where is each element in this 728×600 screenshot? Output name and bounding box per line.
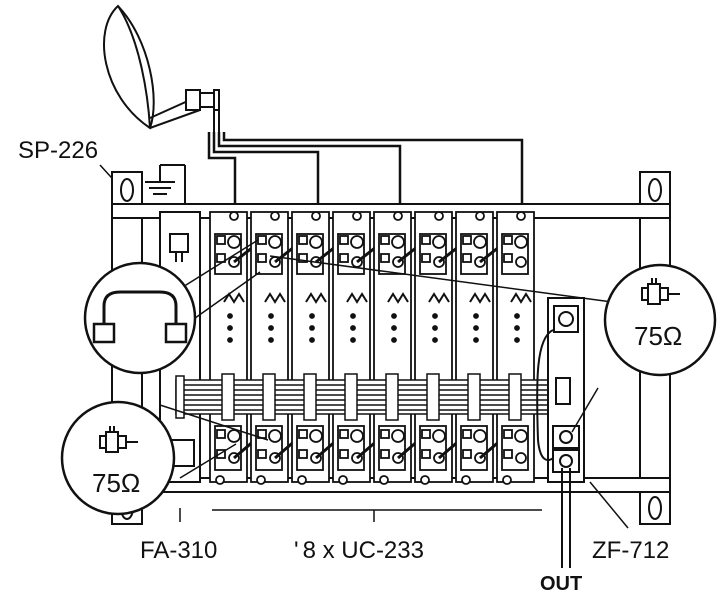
terminator-icon xyxy=(99,426,138,453)
uc-233-module xyxy=(332,211,386,485)
loop-bridge-callout xyxy=(83,239,261,375)
output-label: OUT xyxy=(540,573,582,595)
uc-233-module xyxy=(209,211,263,485)
terminator-value-left: 75Ω xyxy=(92,468,140,498)
splitter-callout: SP-226 xyxy=(18,137,131,199)
uc-233-module xyxy=(291,211,345,485)
uc-233-module xyxy=(250,211,304,485)
lnb-cables xyxy=(207,132,524,212)
terminator-value-right: 75Ω xyxy=(634,321,682,351)
uc-233-module xyxy=(414,211,468,485)
terminator-icon xyxy=(641,278,680,305)
power-supply-label: FA-310 xyxy=(140,537,217,564)
uc-233-module xyxy=(455,211,509,485)
splitter-label: SP-226 xyxy=(18,137,98,164)
output-cable xyxy=(561,468,571,568)
combiner-label: ZF-712 xyxy=(592,537,669,564)
ribbon-cable xyxy=(175,373,549,421)
module-slots xyxy=(209,211,535,485)
uc-233-module xyxy=(373,211,427,485)
uc-233-module xyxy=(496,211,535,485)
satellite-dish xyxy=(103,4,220,132)
combiner-unit xyxy=(536,297,585,483)
terminator-callout-left: 75Ω xyxy=(60,400,269,516)
terminator-callout-right: 75Ω xyxy=(269,255,717,433)
label-guides xyxy=(179,481,629,529)
modules-label: '8 x UC-233 xyxy=(294,537,424,564)
